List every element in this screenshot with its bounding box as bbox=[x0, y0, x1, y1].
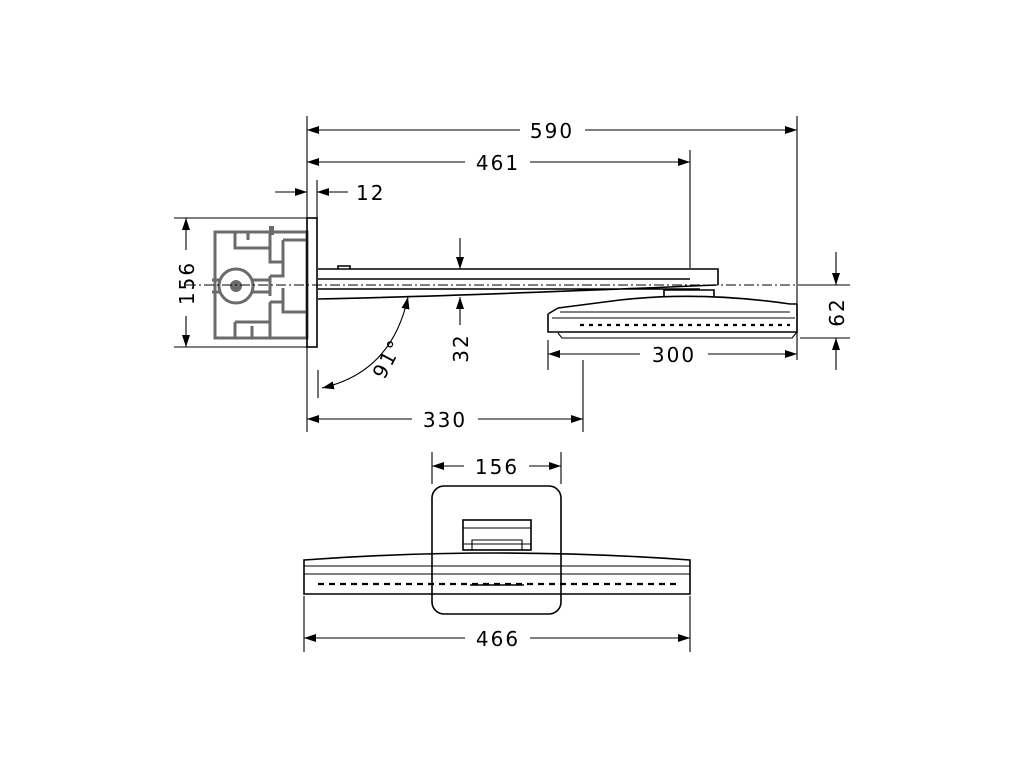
dim-156-top-label: 156 bbox=[475, 455, 519, 479]
dim-590-label: 590 bbox=[530, 119, 574, 143]
dim-wall-to-center: 330 bbox=[307, 408, 583, 432]
top-shower-arm bbox=[462, 519, 532, 551]
dim-300-label: 300 bbox=[652, 343, 696, 367]
extension-lines bbox=[174, 116, 850, 432]
dim-overall-length: 590 bbox=[307, 119, 797, 143]
dim-91-label: 91° bbox=[367, 335, 408, 383]
dim-arm-to-head: 461 bbox=[307, 151, 690, 175]
dim-arm-angle: 91° bbox=[321, 296, 410, 390]
dim-12-label: 12 bbox=[356, 181, 385, 205]
dim-box-height: 156 bbox=[175, 218, 199, 347]
top-view: 156 466 bbox=[303, 452, 691, 652]
dim-plate-offset: 12 bbox=[275, 181, 385, 205]
dim-32-label: 32 bbox=[449, 333, 473, 362]
dim-330-label: 330 bbox=[423, 408, 467, 432]
top-wall-plate bbox=[431, 485, 562, 615]
dim-head-length: 300 bbox=[548, 343, 797, 367]
dim-plate-width: 156 bbox=[432, 455, 561, 479]
dim-head-height: 62 bbox=[825, 252, 849, 370]
dim-head-width: 466 bbox=[304, 627, 690, 651]
top-shower-head bbox=[303, 552, 691, 595]
dim-466-label: 466 bbox=[476, 627, 520, 651]
side-view: 590 461 12 156 62 32 bbox=[174, 116, 850, 432]
mounting-box bbox=[212, 226, 309, 340]
shower-arm bbox=[317, 265, 719, 300]
shower-head bbox=[547, 289, 798, 339]
dim-461-label: 461 bbox=[476, 151, 520, 175]
dim-62-label: 62 bbox=[825, 297, 849, 326]
dim-arm-drop: 32 bbox=[449, 238, 473, 363]
dim-156-vertical-label: 156 bbox=[175, 261, 199, 305]
